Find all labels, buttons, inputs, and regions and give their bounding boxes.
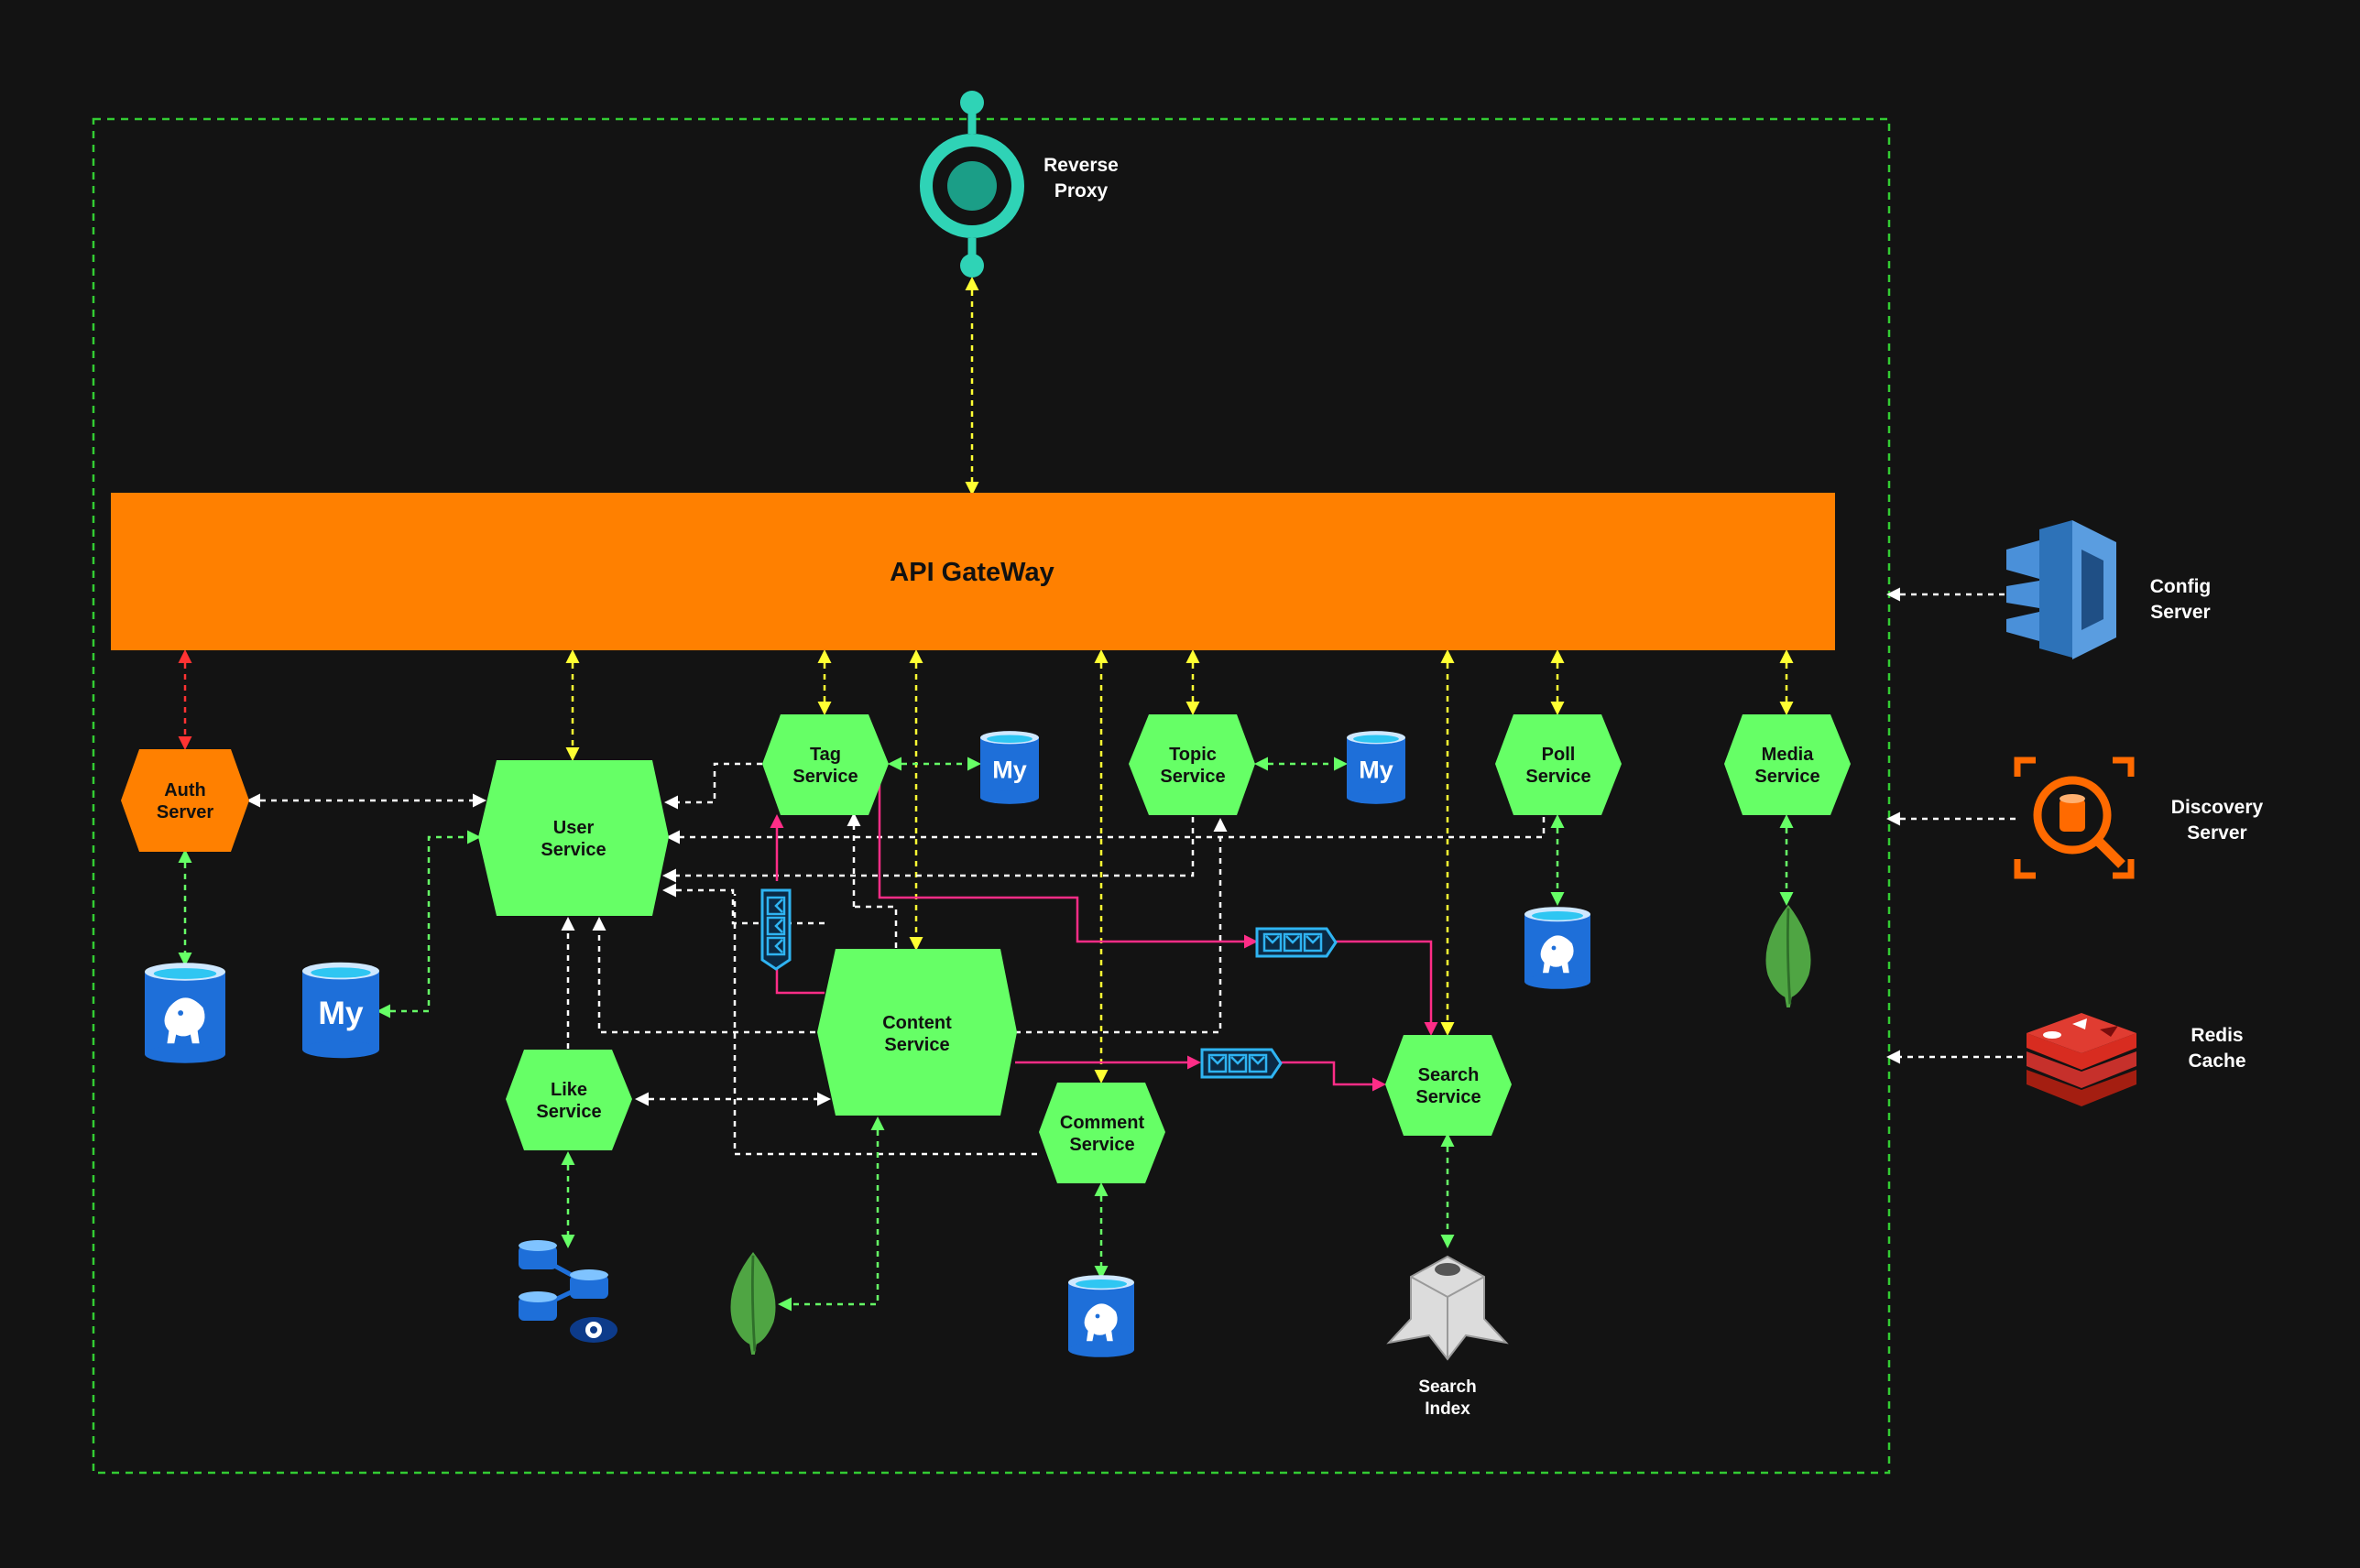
user-service[interactable]	[478, 760, 669, 916]
mysql-db-icon	[980, 731, 1039, 804]
config-server-icon[interactable]	[2006, 520, 2116, 659]
media-service-label-1: Media	[1762, 745, 1815, 765]
like-service[interactable]	[506, 1050, 632, 1150]
config-server-label-1: Config	[2150, 576, 2211, 597]
redis-icon[interactable]	[2027, 1013, 2136, 1106]
auth-server-label-2: Server	[157, 802, 213, 822]
graph-db-icon	[519, 1240, 617, 1343]
search-index-label-2: Index	[1425, 1399, 1470, 1419]
reverse-proxy-label-2: Proxy	[1054, 180, 1109, 201]
content-service[interactable]	[817, 949, 1017, 1116]
system-boundary	[92, 117, 1891, 1475]
message-queue-icon	[1255, 927, 1338, 958]
poll-service[interactable]	[1495, 714, 1622, 815]
user-service-label-1: User	[553, 818, 595, 838]
like-service-label-1: Like	[551, 1080, 587, 1100]
mysql-db-icon	[302, 962, 379, 1059]
topic-service-label-2: Service	[1160, 767, 1225, 787]
postgresql-db-icon	[1524, 907, 1590, 989]
tag-service[interactable]	[762, 714, 889, 815]
user-service-label-2: Service	[541, 840, 606, 860]
mongodb-icon	[729, 1250, 777, 1356]
reverse-proxy-label-1: Reverse	[1043, 155, 1119, 176]
poll-service-label-2: Service	[1525, 767, 1590, 787]
mysql-db-icon	[1347, 731, 1405, 804]
auth-server[interactable]	[121, 749, 249, 852]
mongodb-icon	[1764, 903, 1813, 1009]
connectors	[178, 277, 2023, 1312]
comment-service[interactable]	[1039, 1083, 1165, 1183]
topic-service[interactable]	[1129, 714, 1255, 815]
search-index-icon	[1386, 1255, 1509, 1361]
search-service[interactable]	[1385, 1035, 1512, 1136]
redis-cache-label-2: Cache	[2188, 1051, 2245, 1072]
media-service-label-2: Service	[1754, 767, 1819, 787]
search-service-label-1: Search	[1418, 1065, 1480, 1085]
poll-service-label-1: Poll	[1542, 745, 1576, 765]
postgresql-db-icon	[1068, 1275, 1134, 1357]
discovery-server-icon[interactable]	[2014, 757, 2135, 879]
comment-service-label-1: Comment	[1060, 1113, 1145, 1133]
postgresql-db-icon	[145, 963, 225, 1063]
reverse-proxy-icon[interactable]	[920, 91, 1024, 278]
discovery-server-label-1: Discovery	[2171, 797, 2264, 818]
api-gateway[interactable]	[111, 493, 1835, 650]
discovery-server-label-2: Server	[2187, 822, 2246, 844]
tag-service-label-2: Service	[792, 767, 858, 787]
redis-cache-label-1: Redis	[2191, 1025, 2243, 1046]
comment-service-label-2: Service	[1069, 1135, 1134, 1155]
api-gateway-label: API GateWay	[890, 558, 1054, 587]
like-service-label-2: Service	[536, 1102, 601, 1122]
content-service-label-1: Content	[882, 1013, 952, 1033]
content-service-label-2: Service	[884, 1035, 949, 1055]
search-service-label-2: Service	[1415, 1087, 1480, 1107]
tag-service-label-1: Tag	[810, 745, 841, 765]
media-service[interactable]	[1724, 714, 1851, 815]
config-server-label-2: Server	[2150, 602, 2210, 623]
message-queue-icon	[760, 888, 792, 971]
topic-service-label-1: Topic	[1169, 745, 1217, 765]
auth-server-label-1: Auth	[164, 780, 206, 800]
message-queue-icon	[1200, 1048, 1283, 1079]
search-index-label-1: Search	[1418, 1377, 1476, 1397]
